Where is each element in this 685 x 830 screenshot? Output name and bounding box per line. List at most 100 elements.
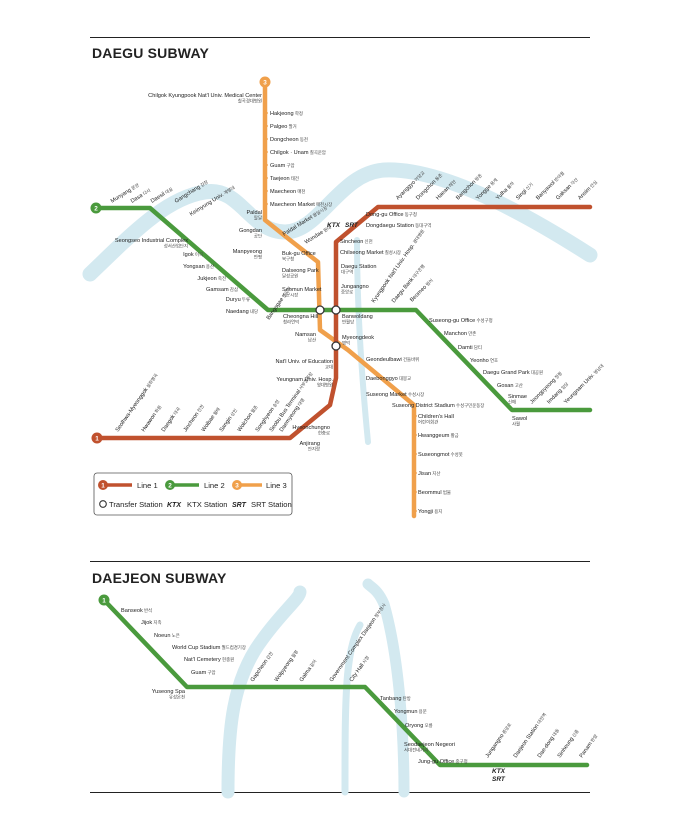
daejeon-line1-track [101,597,590,768]
station-panam: Panam 판암 [578,733,599,759]
station-name: Jung-gu Office 중구청 [418,759,468,765]
station-singi: Singi 신기 [514,181,535,201]
geumho-river [82,162,598,282]
line1-number-badge [91,432,103,444]
station-igok: Igok 이곡 [183,251,203,258]
station-name: Manchon 만촌 [444,330,476,337]
station-name: Daegok 대곡 [160,406,182,433]
station-name: Hwanggeum 황금 [418,432,459,439]
station-name: Yongji 용지 [418,508,442,515]
station-banseok: Banseok 반석 [121,607,152,614]
dongdaegu-ktx-srt-logo: KTX SRT [327,222,359,229]
line3-number: 3 [263,80,267,87]
station-name: Panam 판암 [578,733,599,759]
daegu-lines [93,79,593,519]
station-beommul: Beommul 범물 [418,489,451,496]
station-geondeulbawi: Geondeulbawi 건들바위 [366,356,419,363]
station-name: Jungangno 중앙로 [484,722,513,760]
station-name: Gamsam 감삼 [206,286,238,293]
station-suseong-gu-office: Suseong-gu Office 수성구청 [429,317,493,324]
station-daegok: Daegok 대곡 [160,406,182,433]
station-yongji: Yongji 용지 [418,508,442,515]
legend-line2-number: 2 [168,482,172,489]
station-jukjeon: Jukjeon 죽전 [197,275,226,282]
station-name: Jijok 지족 [141,619,162,626]
station-name: World Cup Stadium 월드컵경기장 [172,644,246,651]
station-name: Chilgok Kyungpook Nat'l Univ. Medical Ce… [148,93,262,105]
station-name: Chilseong Market 칠성시장 [340,249,401,256]
station-maecheon: Maecheon 매천 [270,188,305,195]
transfer-banwoldang [331,305,341,315]
station-dongcheon: Dongcheon 동천 [270,136,308,143]
station-wolpyeong: Wolpyeong 월평 [274,649,300,683]
station-nat-l-cemetery: Nat'l Cemetery 현충원 [184,656,234,663]
legend-transfer-icon [99,500,107,508]
station-yeonho: Yeonho 연호 [470,357,498,364]
station-noeun: Noeun 노은 [154,633,180,639]
station-suseongmot: Suseongmot 수성못 [418,451,463,458]
station-name: Igok 이곡 [183,251,203,258]
daegu-transfers [315,305,341,351]
legend-transfer-label: Transfer Station [109,500,163,509]
daejeon-bottom-rule [90,792,590,793]
legend-line1-label: Line 1 [137,481,158,490]
station-name: Banseok 반석 [121,607,152,614]
station-galma: Galma 갈마 [299,658,319,683]
station-chilgok-unam: Chilgok · Unam 칠곡운암 [270,149,326,156]
station-palgeo: Palgeo 팔거 [270,123,297,130]
station-chilseong-market: Chilseong Market 칠성시장 [340,249,401,256]
station-name: Seolhwa-Myeonggok 설화명곡 [114,372,160,433]
station-damti: Damti 담티 [458,344,482,351]
station-suseong-market: Suseong Market 수성시장 [366,391,424,398]
station-name: Naedang 내당 [226,308,258,315]
daejeon-srt-logo: SRT [492,776,506,783]
station-gamsam: Gamsam 감삼 [206,286,238,293]
daejeon-line [101,597,590,768]
legend-ktx-label: KTX Station [187,500,228,509]
station-dongdaegu-station: Dongdaegu Station 동대구역 [366,222,431,229]
line2-track [93,205,593,413]
daejeoncheon-river [362,578,410,798]
legend-srt-icon: SRT [232,502,247,509]
station-naedang: Naedang 내당 [226,308,258,315]
station-name: Yongsan 용산 [183,263,214,270]
daejeon-line1-badge [98,594,110,606]
station-name: Singi 신기 [514,181,534,201]
daejeon-ktx-srt-logo: KTX SRT [492,768,506,783]
station-jisan: Jisan 지산 [418,470,440,477]
gapcheon-river [221,585,307,799]
station-name: Dongdaegu Station 동대구역 [366,222,431,229]
station-tanbang: Tanbang 탄방 [380,695,411,702]
station-name: Tanbang 탄방 [380,695,411,702]
station-jung-gu-office: Jung-gu Office 중구청 [418,759,468,765]
station-name: Gosan 고산 [497,382,523,389]
station-name: Suseong District Stadium 수성구민운동장 [392,402,484,409]
line1-number: 1 [95,436,99,443]
daejeon-ktx-logo: KTX [492,768,506,775]
daegu-title: DAEGU SUBWAY [92,45,210,61]
station-name: Guam 구암 [270,162,295,169]
station-name: Dong-gu Office 동구청 [366,212,417,218]
station-name: Yongmun 용문 [394,709,427,715]
station-name: Dongcheon 동천 [270,136,308,143]
station-daegu-grand-park: Daegu Grand Park 대공원 [483,369,543,376]
